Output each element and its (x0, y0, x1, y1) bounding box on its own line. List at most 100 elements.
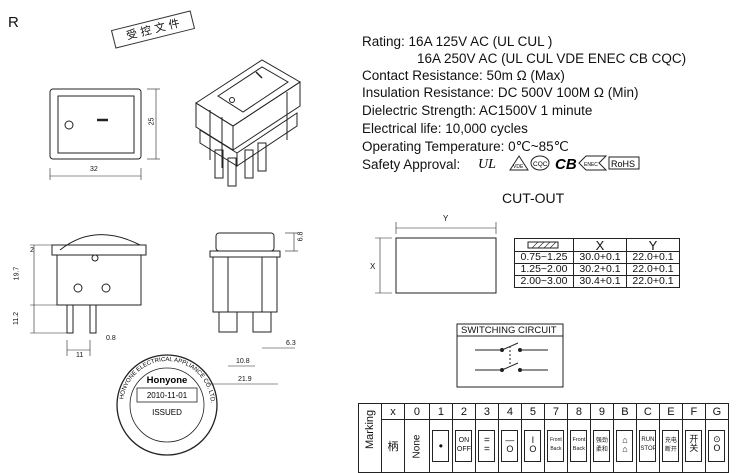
symbol-line: 断开 (664, 446, 677, 453)
marking-code: 7 (543, 403, 568, 420)
symbol-line: RUN (641, 437, 655, 443)
marking-symbol-text: • (432, 430, 450, 462)
symbol-line: I (531, 435, 535, 445)
table-cell: 22.0+0.1 (626, 263, 680, 276)
vde-mark-icon: VDE (509, 155, 529, 171)
marking-symbol: 强劲柔和 (589, 419, 614, 473)
symbol-line: O (529, 444, 537, 454)
marking-code: 9 (589, 403, 614, 420)
symbol-line: 关 (689, 444, 699, 454)
marking-symbol: None (404, 419, 430, 473)
cutout-header-x: X (573, 238, 627, 252)
svg-text:UL: UL (478, 157, 496, 172)
symbol-line: = (483, 444, 490, 455)
ul-mark-icon: UL (478, 157, 496, 172)
table-cell: 22.0+0.1 (626, 275, 680, 288)
table-row: 2.00~3.00 30.4+0.1 22.0+0.1 (514, 275, 680, 288)
marking-symbol-text: 开关 (685, 430, 703, 462)
dim-front-height: 25 (148, 117, 156, 126)
marking-label-cell: Marking (358, 403, 382, 473)
marking-symbol: ⌂⌂ (612, 419, 637, 473)
marking-code: E (658, 403, 683, 420)
rating-label: Rating: (362, 34, 405, 49)
safety-approval-label: Safety Approval: (362, 157, 461, 172)
symbol-line: Back (572, 446, 586, 452)
marking-symbol: —O (497, 419, 522, 473)
rating-value-2: 16A 250V AC (UL CUL VDE ENEC CB CQC) (417, 51, 687, 66)
symbol-line: 充电 (664, 437, 677, 444)
dim-side-w1: 11 (76, 352, 84, 359)
insulation-resistance: Insulation Resistance: DC 500V 100M Ω (M… (362, 85, 639, 100)
table-cell: 2.00~3.00 (514, 275, 574, 288)
marking-symbol-text: == (478, 430, 496, 462)
cqc-mark-icon: CQC (530, 155, 550, 171)
symbol-line: STOP (640, 446, 657, 452)
rating-value-1: 16A 125V AC (UL CUL ) (408, 34, 553, 49)
marking-symbol-text: —O (501, 430, 519, 462)
cutout-rectangle (375, 222, 497, 294)
marking-symbol-text: 柄 (387, 440, 399, 453)
marking-symbol-text: RUN STOP (639, 430, 657, 462)
table-cell: 30.4+0.1 (573, 275, 627, 288)
cb-mark-icon: CB (555, 156, 577, 173)
svg-text:RoHS: RoHS (611, 159, 635, 169)
front-view (49, 88, 160, 180)
svg-text:CQC: CQC (533, 161, 548, 168)
symbol-line: = (483, 435, 490, 446)
marking-symbol: 充电断开 (658, 419, 683, 473)
switching-circuit-title: SWITCHING CIRCUIT (461, 325, 557, 336)
marking-code: 4 (497, 403, 522, 420)
cutout-table-header: X Y (514, 238, 680, 252)
issued-seal: HONYONE ELECTRICAL APPLIANCE CO. LTD. Ho… (116, 354, 218, 456)
marking-symbol-text: ⊙O (708, 430, 726, 462)
rohs-mark-icon: RoHS (608, 156, 640, 170)
seal-status: ISSUED (152, 408, 182, 417)
symbol-line: ⊙ (713, 435, 721, 445)
table-cell: 1.25~2.00 (514, 263, 574, 276)
approval-marks: UL VDE CQC CB ENEC RoHS (478, 155, 640, 173)
table-cell: 30.2+0.1 (573, 263, 627, 276)
dim-end-top: 6.8 (297, 231, 305, 242)
side-view (30, 234, 147, 356)
symbol-line: 柔和 (595, 446, 608, 453)
contact-resistance: Contact Resistance: 50m Ω (Max) (362, 68, 565, 83)
symbol-line: OFF (456, 446, 471, 453)
symbol-line: 开 (689, 435, 699, 445)
marking-symbol: ⊙O (704, 419, 729, 473)
dim-side-h2: 11.2 (13, 311, 21, 326)
svg-text:VDE: VDE (513, 164, 524, 170)
marking-label: Marking (364, 409, 376, 449)
safety-approval: Safety Approval: (362, 156, 460, 173)
symbol-line: Front (572, 437, 586, 443)
dim-end-w2: 6.3 (286, 340, 296, 347)
marking-code: 2 (451, 403, 476, 420)
marking-symbol-text: ⌂⌂ (616, 430, 634, 462)
table-row: 1.25~2.00 30.2+0.1 22.0+0.1 (514, 263, 680, 276)
symbol-line: O (713, 444, 721, 454)
switch-3d-view (195, 59, 301, 187)
cutout-header-y: Y (626, 238, 680, 252)
enec-mark-icon: ENEC (578, 155, 608, 171)
dim-front-width: 32 (90, 166, 98, 173)
marking-symbol: 开关 (681, 419, 706, 473)
marking-code: B (612, 403, 637, 420)
marking-code: F (681, 403, 706, 420)
corner-letter: R (8, 14, 19, 31)
symbol-line: O (506, 444, 514, 454)
dim-cutout-y: Y (443, 214, 449, 223)
symbol-line: — (505, 435, 515, 445)
table-cell: 0.75~1.25 (514, 251, 574, 264)
symbol-line: Front (550, 437, 562, 443)
dim-cutout-x: X (370, 262, 376, 271)
marking-code: 1 (428, 403, 453, 420)
marking-symbol-text: 充电断开 (662, 430, 680, 462)
table-cell: 30.0+0.1 (573, 251, 627, 264)
svg-text:CB: CB (555, 156, 577, 173)
